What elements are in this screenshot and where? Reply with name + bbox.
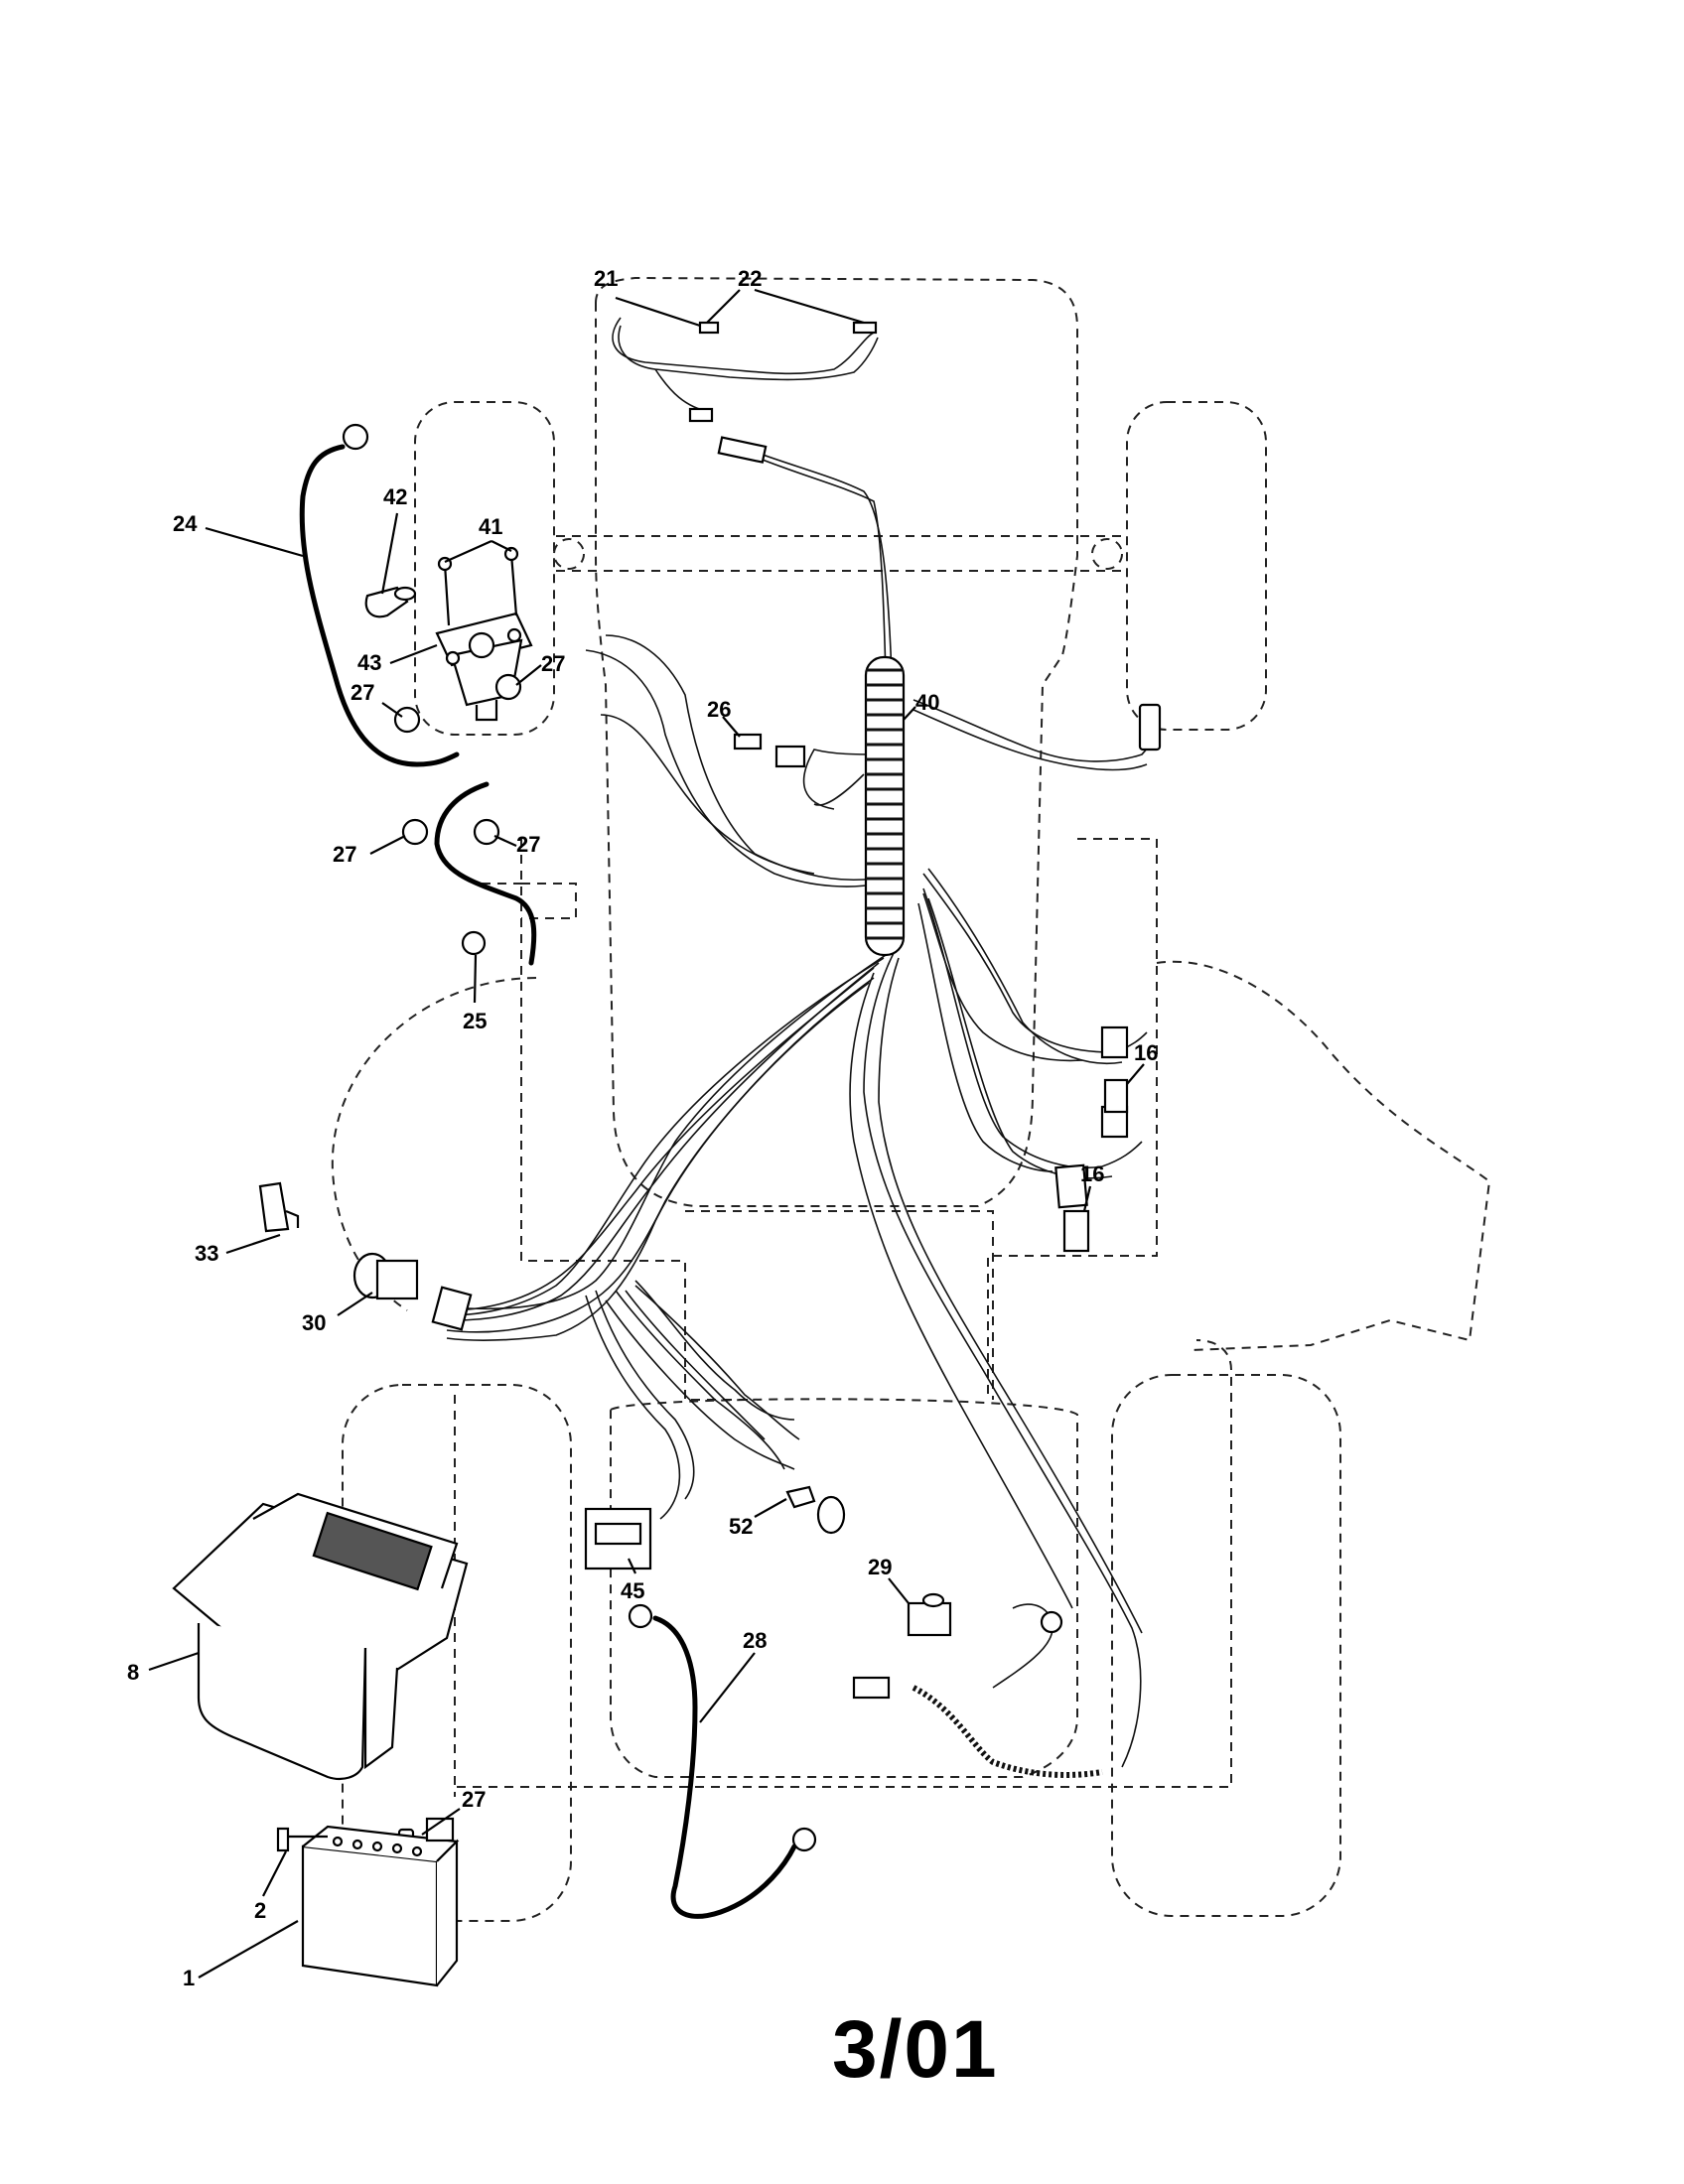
- front-pivot-right: [1091, 538, 1123, 570]
- hourmeter-45: [584, 1507, 652, 1570]
- seat-switch-16-lower: [1062, 1209, 1090, 1253]
- ground-cable-25: [434, 781, 537, 966]
- callout-1: 1: [183, 1966, 195, 1990]
- callout-43: 43: [357, 650, 381, 675]
- ring-terminal-25: [461, 930, 487, 956]
- main-wiring-harness: [446, 317, 1158, 1768]
- callout-16b: 16: [1080, 1161, 1104, 1186]
- terminal-cap-42: [364, 586, 417, 618]
- tractor-outline: [331, 276, 1491, 1922]
- front-cross-bar: [556, 535, 1122, 572]
- callout-30: 30: [302, 1310, 326, 1335]
- callout-45: 45: [621, 1578, 644, 1603]
- rear-tire-right: [1111, 1374, 1341, 1917]
- battery-cable-24: [299, 444, 460, 767]
- front-tire-right: [1126, 401, 1267, 731]
- callout-28: 28: [743, 1628, 767, 1653]
- connectors-right: [1054, 703, 1162, 1209]
- front-tire-left: [414, 401, 555, 736]
- connectors-21-22: [688, 321, 878, 464]
- callout-29: 29: [868, 1555, 892, 1579]
- callout-labels: 21 22 24 42 41 43 27 27 27 27 27 26 40 2…: [127, 266, 1158, 1990]
- callout-27c: 27: [333, 842, 356, 867]
- hood-outline: [595, 276, 1078, 1207]
- ring-terminal-24: [342, 423, 369, 451]
- pto-switch-29: [852, 1592, 952, 1700]
- callout-27b: 27: [541, 651, 565, 676]
- frame-step: [482, 883, 577, 919]
- callout-33: 33: [195, 1241, 218, 1266]
- callout-25: 25: [463, 1009, 487, 1033]
- corrugated-loom: [864, 655, 906, 957]
- rear-fender: [457, 1339, 1232, 1788]
- callout-2: 2: [254, 1898, 266, 1923]
- front-pivot-left: [553, 538, 585, 570]
- battery-1: [301, 1817, 460, 1987]
- leader-lines: [148, 288, 1145, 1979]
- connector-52: [785, 1485, 846, 1535]
- seat-pan: [610, 1398, 1078, 1778]
- revision-date: 3/01: [832, 2004, 999, 2095]
- ignition-key-33: [258, 1181, 300, 1233]
- connector-26: [733, 733, 806, 768]
- callout-16a: 16: [1134, 1040, 1158, 1065]
- ignition-switch-30: [352, 1252, 473, 1331]
- callout-8: 8: [127, 1660, 139, 1685]
- callout-52: 52: [729, 1514, 753, 1539]
- callout-26: 26: [707, 697, 731, 722]
- ring-terminal-28b: [791, 1827, 817, 1852]
- frame-right: [987, 838, 1158, 1400]
- hex-nuts-27: [393, 673, 522, 1849]
- callout-27d: 27: [516, 832, 540, 857]
- coil-cord: [912, 1603, 1103, 1778]
- battery-bolt-2: [276, 1827, 328, 1852]
- callout-24: 24: [173, 511, 198, 536]
- callout-22: 22: [738, 266, 762, 291]
- callout-41: 41: [479, 514, 502, 539]
- seat-switch-16-upper: [1103, 1078, 1129, 1114]
- callout-40: 40: [915, 690, 939, 715]
- battery-cable-28: [652, 1615, 797, 1919]
- screws-41: [437, 546, 519, 626]
- callout-21: 21: [594, 266, 618, 291]
- mid-box: [685, 1210, 994, 1400]
- frame-left: [520, 839, 755, 1401]
- solenoid-43: [435, 612, 533, 722]
- callout-27e: 27: [462, 1787, 486, 1812]
- battery-box-8: [172, 1492, 469, 1781]
- ring-terminal-28a: [628, 1603, 653, 1629]
- callout-42: 42: [383, 484, 407, 509]
- mower-deck-right: [1156, 960, 1491, 1351]
- callout-27a: 27: [351, 680, 374, 705]
